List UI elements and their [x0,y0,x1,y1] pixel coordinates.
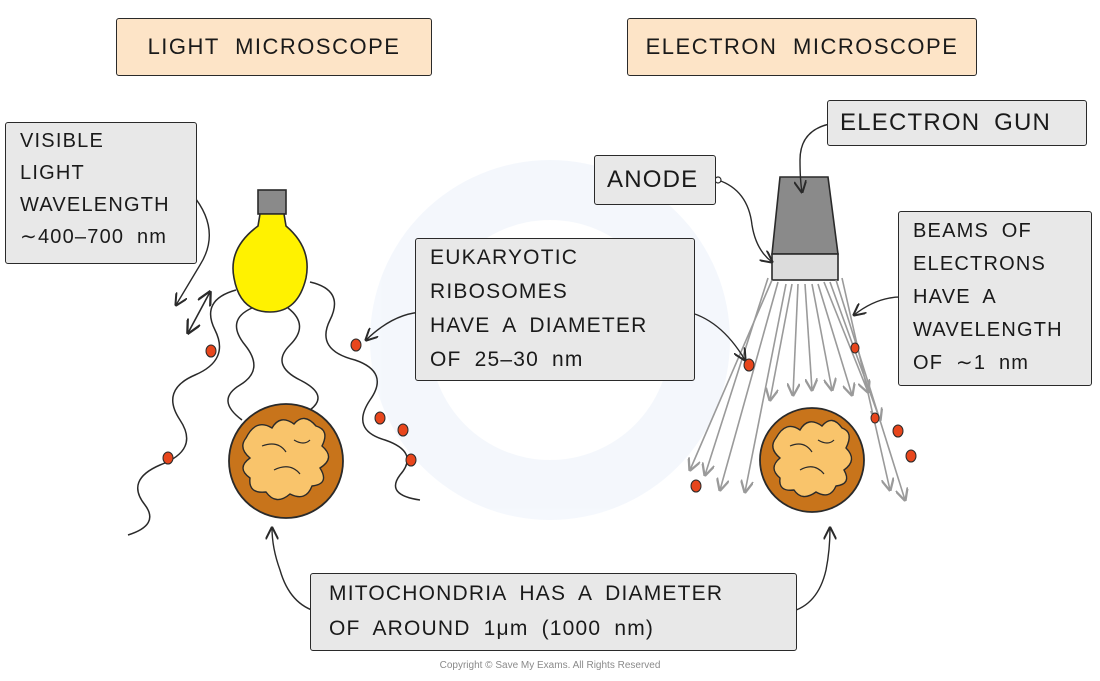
label-line: HAVE A DIAMETER [430,314,648,337]
label-beams: BEAMS OF ELECTRONS HAVE A WAVELENGTH OF … [898,211,1092,386]
wavelength-arrow [188,292,210,333]
electron-beams [690,277,905,500]
label-electron-gun: ELECTRON GUN [827,100,1087,146]
label-visible-light: VISIBLE LIGHT WAVELENGTH ∼400–700 nm [5,122,197,264]
label-mitochondria: MITOCHONDRIA HAS A DIAMETER OF AROUND 1μ… [310,573,797,651]
label-ribosomes: EUKARYOTIC RIBOSOMES HAVE A DIAMETER OF … [415,238,695,381]
label-line: RIBOSOMES [430,280,568,303]
label-line: MITOCHONDRIA HAS A DIAMETER [329,582,724,605]
ribosomes-light [162,338,417,467]
electron-gun-icon [771,176,839,281]
copyright-notice: Copyright © Save My Exams. All Rights Re… [439,660,661,671]
label-line: OF ∼1 nm [913,352,1030,374]
mitochondrion-electron [759,407,865,513]
label-line: WAVELENGTH [20,194,170,216]
label-line: OF AROUND 1μm (1000 nm) [329,617,655,640]
label-line: HAVE A [913,286,997,308]
label-line: ∼400–700 nm [20,226,168,248]
light-bulb-icon [232,189,308,313]
label-line: EUKARYOTIC [430,246,579,269]
mitochondrion-light [228,403,344,519]
label-line: VISIBLE [20,130,104,152]
label-line: BEAMS OF [913,220,1032,242]
title-light-microscope: LIGHT MICROSCOPE [116,18,432,76]
title-electron-microscope: ELECTRON MICROSCOPE [627,18,977,76]
label-anode: ANODE [594,155,716,205]
label-line: ELECTRONS [913,253,1047,275]
label-line: WAVELENGTH [913,319,1063,341]
label-line: OF 25–30 nm [430,348,584,371]
label-line: LIGHT [20,162,85,184]
